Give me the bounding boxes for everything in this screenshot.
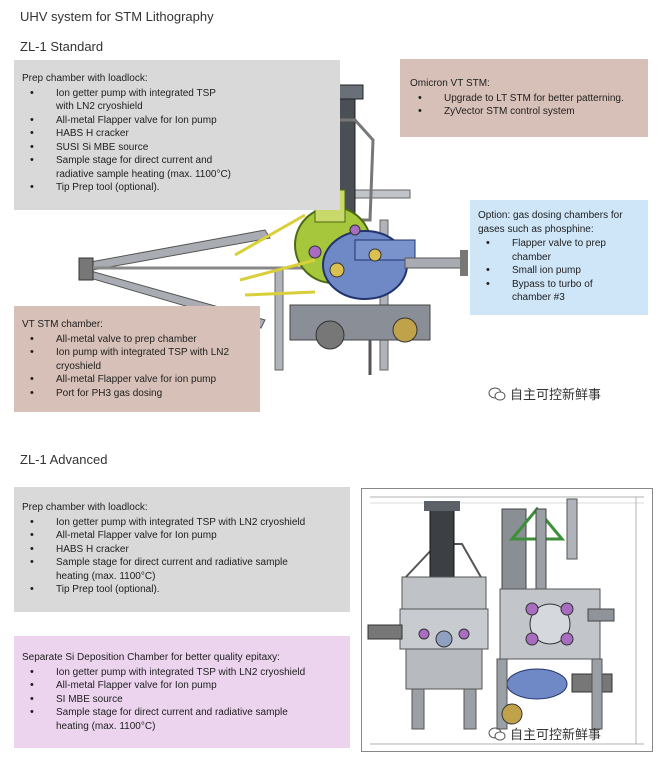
prep-item: Sample stage for direct current andradia… <box>30 154 332 181</box>
prep-item: SUSI Si MBE source <box>30 141 332 155</box>
prep-item: Tip Prep tool (optional). <box>30 181 332 195</box>
adv-prep-item: Sample stage for direct current and radi… <box>30 556 342 583</box>
si-deposition-box: Separate Si Deposition Chamber for bette… <box>14 636 350 748</box>
vtstm-item: All-metal Flapper valve for ion pump <box>30 373 252 387</box>
si-heading: Separate Si Deposition Chamber for bette… <box>22 652 280 663</box>
adv-prep-heading: Prep chamber with loadlock: <box>22 502 148 513</box>
advanced-drawing-frame <box>361 488 653 752</box>
section-standard-title: ZL-1 Standard <box>20 39 104 54</box>
adv-prep-item: Tip Prep tool (optional). <box>30 583 342 597</box>
arm-handle <box>78 257 94 281</box>
prep-item: Ion getter pump with integrated TSPwith … <box>30 87 332 114</box>
adv-prep-item: All-metal Flapper valve for Ion pump <box>30 529 342 543</box>
omicron-box: Omicron VT STM: Upgrade to LT STM for be… <box>400 59 648 137</box>
option-heading-2: gases such as phosphine: <box>478 223 594 235</box>
vtstm-heading: VT STM chamber: <box>22 319 103 330</box>
vtstm-item: Port for PH3 gas dosing <box>30 387 252 401</box>
option-heading-1: Option: gas dosing chambers for <box>478 210 623 221</box>
option-item: Small ion pump <box>486 264 640 278</box>
advanced-prep-box: Prep chamber with loadlock: Ion getter p… <box>14 487 350 612</box>
si-item: All-metal Flapper valve for Ion pump <box>30 679 342 693</box>
si-item: Sample stage for direct current and radi… <box>30 706 342 733</box>
wechat-icon <box>488 387 506 400</box>
advanced-system-drawing <box>367 496 644 745</box>
adv-prep-item: HABS H cracker <box>30 543 342 557</box>
vtstm-box: VT STM chamber: All-metal valve to prep … <box>14 306 260 412</box>
watermark-top: 自主可控新鲜事 <box>488 384 601 403</box>
option-box: Option: gas dosing chambers for gases su… <box>470 200 648 315</box>
vtstm-item: All-metal valve to prep chamber <box>30 333 252 347</box>
omicron-heading: Omicron VT STM: <box>410 78 490 89</box>
wechat-icon <box>488 727 506 740</box>
omicron-item: Upgrade to LT STM for better patterning. <box>418 92 638 106</box>
prep-item: All-metal Flapper valve for Ion pump <box>30 114 332 128</box>
page-title: UHV system for STM Lithography <box>20 9 214 24</box>
section-advanced-title: ZL-1 Advanced <box>20 452 108 467</box>
omicron-item: ZyVector STM control system <box>418 105 638 119</box>
si-item: SI MBE source <box>30 693 342 707</box>
standard-prep-box: Prep chamber with loadlock: Ion getter p… <box>14 60 340 210</box>
si-item: Ion getter pump with integrated TSP with… <box>30 666 342 680</box>
adv-prep-item: Ion getter pump with integrated TSP with… <box>30 516 342 530</box>
watermark-bottom: 自主可控新鲜事 <box>488 724 601 743</box>
prep-item: HABS H cracker <box>30 127 332 141</box>
vtstm-item: Ion pump with integrated TSP with LN2cry… <box>30 346 252 373</box>
prep-heading: Prep chamber with loadlock: <box>22 73 148 84</box>
